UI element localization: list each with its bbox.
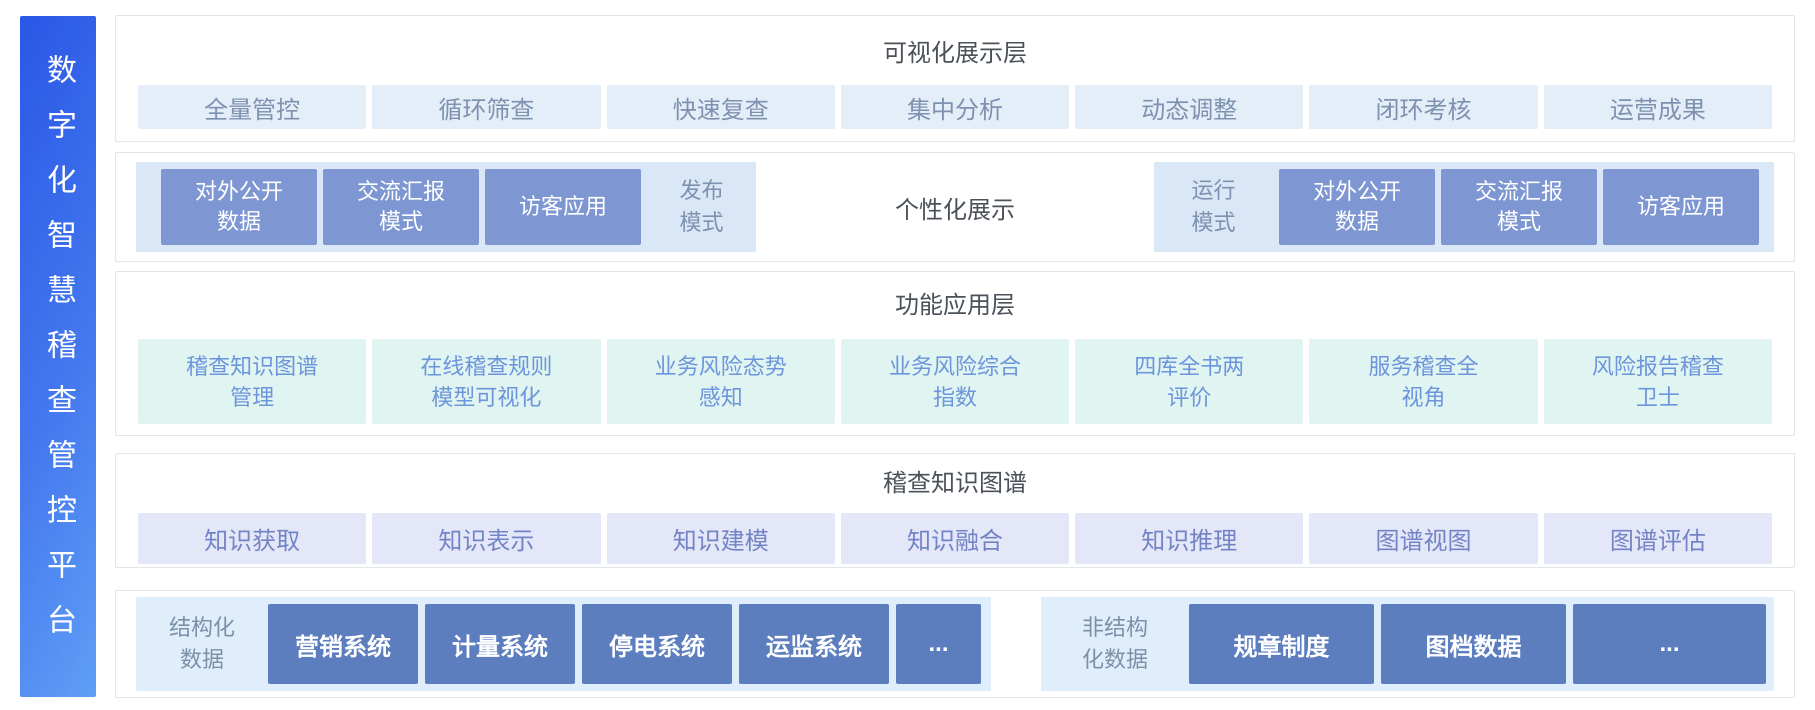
publish-mode-label: 发布 模式	[679, 178, 724, 235]
runtime-mode-panel: 运行 模式 对外公开 数据 交流汇报 模式 访客应用	[1154, 162, 1774, 252]
layer-function: 功能应用层 稽查知识图谱 管理 在线稽查规则 模型可视化 业务风险态势 感知 业…	[115, 271, 1795, 436]
layer-visualization-title: 可视化展示层	[883, 40, 1027, 67]
knowledge-graph-item: 知识获取	[138, 513, 367, 564]
layer-data-sources: 结构化 数据 营销系统 计量系统 停电系统 运监系统 ... 非结构 化数据 规…	[115, 590, 1795, 698]
function-item: 服务稽查全 视角	[1309, 339, 1538, 424]
structured-data-more: ...	[896, 604, 981, 684]
function-item: 四库全书两 评价	[1075, 339, 1304, 424]
knowledge-graph-item: 知识建模	[606, 513, 835, 564]
knowledge-graph-item: 图谱视图	[1309, 513, 1538, 564]
layer-knowledge-graph: 稽查知识图谱 知识获取 知识表示 知识建模 知识融合 知识推理 图谱视图 图谱评…	[115, 453, 1795, 568]
publish-mode-item: 对外公开 数据	[161, 169, 317, 245]
platform-title-bar: 数字化智慧稽查管控平台	[20, 16, 96, 697]
visualization-item: 动态调整	[1075, 85, 1304, 129]
runtime-mode-label: 运行 模式	[1191, 178, 1236, 235]
layer-display-modes: 对外公开 数据 交流汇报 模式 访客应用 发布 模式 个性化展示 运行 模式 对…	[115, 152, 1795, 262]
visualization-item: 快速复查	[606, 85, 835, 129]
structured-data-item: 停电系统	[582, 604, 732, 684]
layer-visualization: 可视化展示层 全量管控 循环筛查 快速复查 集中分析 动态调整 闭环考核 运营成…	[115, 15, 1795, 142]
structured-data-label: 结构化 数据	[168, 615, 235, 672]
function-item: 在线稽查规则 模型可视化	[372, 339, 601, 424]
function-item: 稽查知识图谱 管理	[138, 339, 367, 424]
layer-knowledge-graph-title: 稽查知识图谱	[883, 470, 1027, 497]
structured-data-item: 营销系统	[268, 604, 418, 684]
runtime-mode-item: 访客应用	[1603, 169, 1759, 245]
personalized-display-label: 个性化展示	[895, 196, 1015, 224]
knowledge-graph-items: 知识获取 知识表示 知识建模 知识融合 知识推理 图谱视图 图谱评估	[116, 513, 1794, 564]
visualization-items: 全量管控 循环筛查 快速复查 集中分析 动态调整 闭环考核 运营成果	[116, 85, 1794, 129]
publish-mode-item: 交流汇报 模式	[323, 169, 479, 245]
knowledge-graph-item: 图谱评估	[1543, 513, 1772, 564]
publish-mode-panel: 对外公开 数据 交流汇报 模式 访客应用 发布 模式	[136, 162, 756, 252]
runtime-mode-item: 交流汇报 模式	[1441, 169, 1597, 245]
knowledge-graph-item: 知识表示	[372, 513, 601, 564]
function-items: 稽查知识图谱 管理 在线稽查规则 模型可视化 业务风险态势 感知 业务风险综合 …	[116, 339, 1794, 424]
platform-title: 数字化智慧稽查管控平台	[42, 54, 75, 659]
structured-data-panel: 结构化 数据 营销系统 计量系统 停电系统 运监系统 ...	[136, 597, 991, 691]
visualization-item: 运营成果	[1543, 85, 1772, 129]
unstructured-data-panel: 非结构 化数据 规章制度 图档数据 ...	[1041, 597, 1774, 691]
structured-data-item: 计量系统	[425, 604, 575, 684]
visualization-item: 全量管控	[138, 85, 367, 129]
function-item: 业务风险综合 指数	[840, 339, 1070, 424]
unstructured-data-more: ...	[1573, 604, 1766, 684]
function-item: 业务风险态势 感知	[606, 339, 835, 424]
layer-function-title: 功能应用层	[895, 292, 1015, 319]
knowledge-graph-item: 知识融合	[840, 513, 1070, 564]
visualization-item: 闭环考核	[1309, 85, 1538, 129]
structured-data-item: 运监系统	[739, 604, 889, 684]
unstructured-data-item: 图档数据	[1381, 604, 1566, 684]
function-item: 风险报告稽查 卫士	[1543, 339, 1772, 424]
visualization-item: 集中分析	[840, 85, 1070, 129]
publish-mode-item: 访客应用	[485, 169, 641, 245]
runtime-mode-item: 对外公开 数据	[1279, 169, 1435, 245]
knowledge-graph-item: 知识推理	[1075, 513, 1304, 564]
unstructured-data-label: 非结构 化数据	[1081, 615, 1148, 672]
visualization-item: 循环筛查	[372, 85, 601, 129]
unstructured-data-item: 规章制度	[1189, 604, 1374, 684]
